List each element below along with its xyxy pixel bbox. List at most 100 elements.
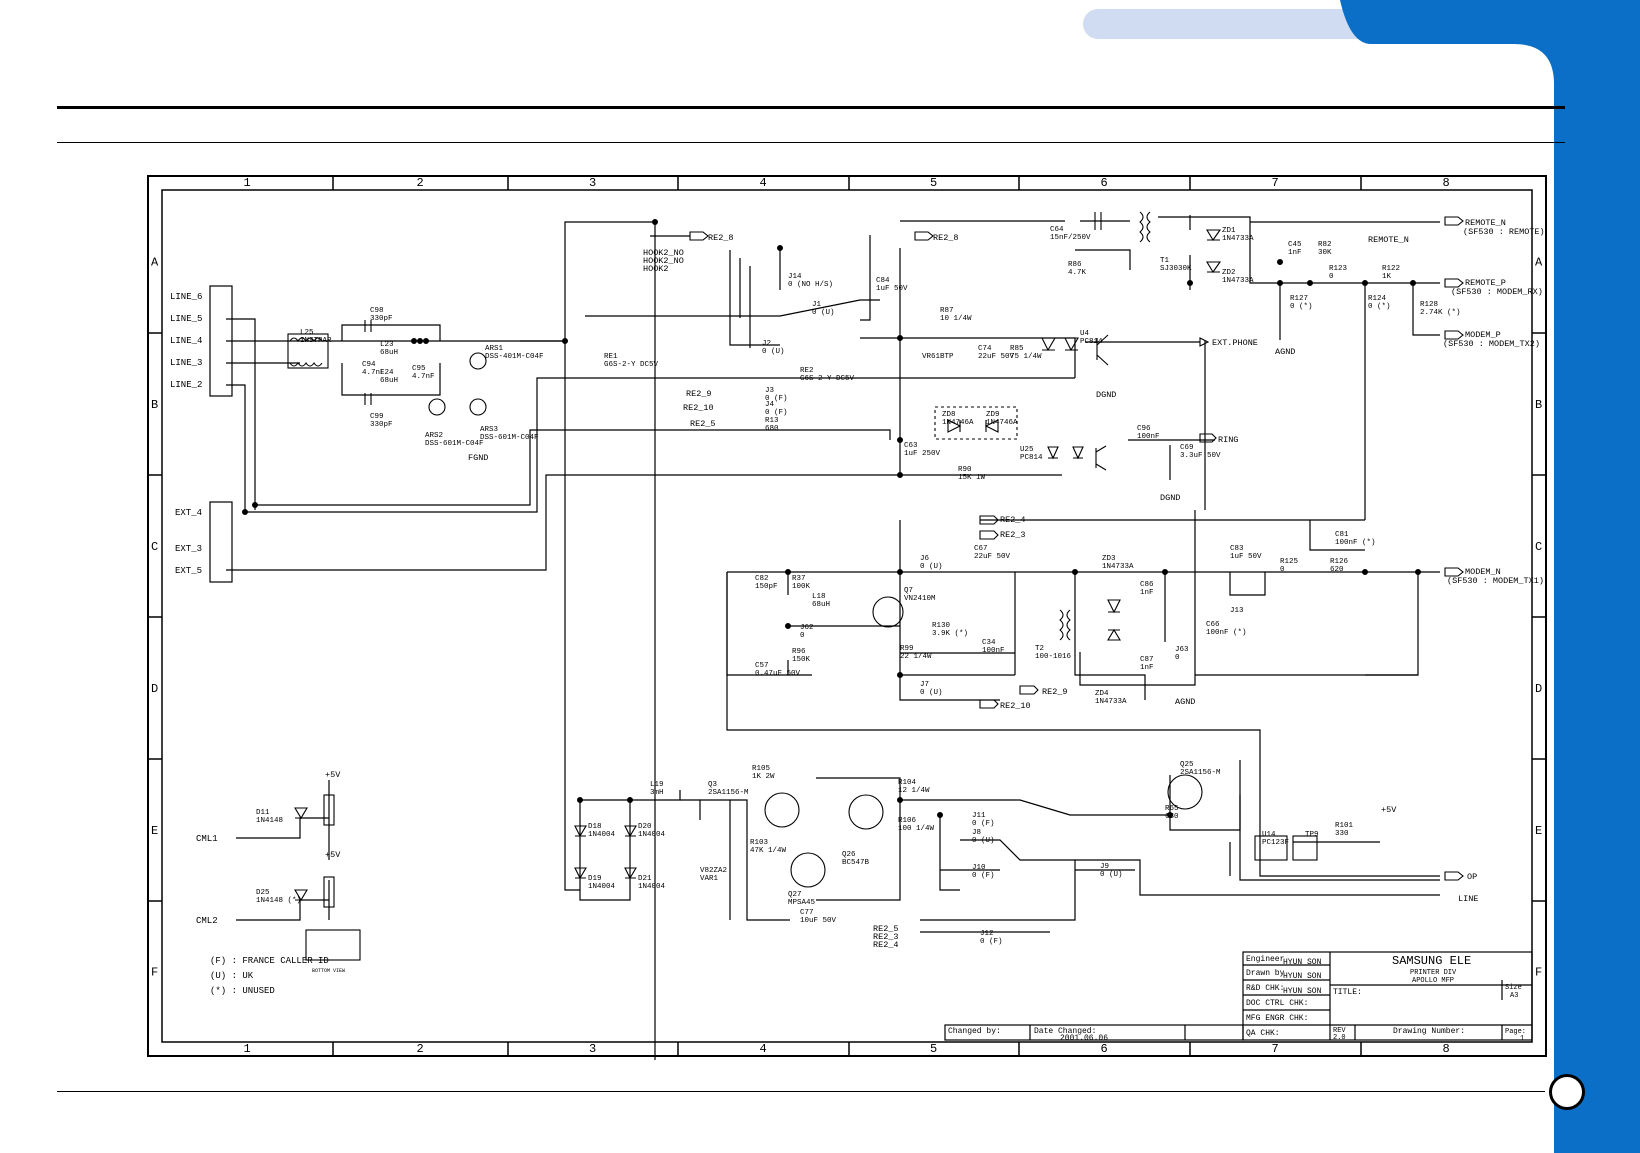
- net-ext-phone: EXT.PHONE: [1212, 338, 1258, 348]
- component-ref: R96: [792, 648, 806, 656]
- component-ref: D11: [256, 809, 270, 817]
- component-value: 0 (*): [1290, 303, 1313, 311]
- page-number-badge: [1549, 1074, 1585, 1110]
- gnd-fgnd: FGND: [468, 453, 488, 463]
- conn-line3: LINE_3: [170, 358, 202, 368]
- component-ref: Q26: [842, 851, 856, 859]
- component-value: 100nF: [982, 647, 1005, 655]
- component-ref: R123: [1329, 265, 1348, 273]
- component-ref: R128: [1420, 301, 1438, 309]
- grid-col-label-top: 4: [760, 176, 767, 190]
- component-value: 1N4004: [588, 831, 616, 839]
- grid-row-label-left: F: [151, 966, 158, 980]
- component-value: 0 (*): [1368, 303, 1391, 311]
- tb-drawn-label: Drawn by: [1246, 969, 1285, 978]
- component-value: 1uF 50V: [1230, 553, 1262, 561]
- grid-col-label-top: 3: [589, 176, 596, 190]
- component-value: 1N4733A: [1222, 277, 1254, 285]
- component-ref: D20: [638, 823, 652, 831]
- net-modem-n: MODEM_N: [1465, 567, 1501, 577]
- component-value: INSTPAR: [300, 337, 332, 345]
- component-ref: ARS3: [480, 426, 499, 434]
- net-remote-p-sub: (SF530 : MODEM_RX): [1451, 287, 1543, 297]
- net-modem-p: MODEM_P: [1465, 330, 1501, 340]
- component-ref: C63: [904, 442, 918, 450]
- bottom-view-label: BOTTOM VIEW: [312, 968, 345, 974]
- component-ref: C77: [800, 909, 814, 917]
- component-ref: C86: [1140, 581, 1154, 589]
- component-value: 0: [1175, 654, 1180, 662]
- component-ref: J13: [1230, 607, 1244, 615]
- component-ref: R90: [958, 466, 972, 474]
- component-ref: J4: [765, 401, 775, 409]
- component-ref: R13: [765, 417, 779, 425]
- component-value: 68uH: [380, 349, 398, 357]
- component-value: 1nF: [1140, 664, 1154, 672]
- component-value: PC123F: [1262, 839, 1289, 847]
- net-remote-p: REMOTE_P: [1465, 278, 1506, 288]
- component-ref: R37: [792, 575, 806, 583]
- net-re2-10: RE2_10: [1000, 701, 1031, 711]
- tb-division: PRINTER DIV: [1410, 969, 1457, 977]
- component-ref: U25: [1020, 446, 1034, 454]
- tb-rev-label: REV: [1333, 1027, 1346, 1035]
- component-ref: C99: [370, 413, 384, 421]
- component-ref: ZD9: [986, 411, 1000, 419]
- tb-qa-label: QA CHK:: [1246, 1029, 1280, 1038]
- component-ref: ZD3: [1102, 555, 1116, 563]
- component-value: 1N4733A: [1095, 698, 1127, 706]
- tb-page: 1: [1520, 1035, 1524, 1043]
- grid-row-label-right: C: [1535, 540, 1542, 554]
- component-ref: R122: [1382, 265, 1400, 273]
- component-ref: C81: [1335, 531, 1349, 539]
- component-ref: D25: [256, 889, 270, 897]
- component-ref: ZD2: [1222, 269, 1236, 277]
- grid-col-label-top: 6: [1101, 176, 1108, 190]
- component-ref: U4: [1080, 330, 1090, 338]
- component-value: 1N4004: [638, 831, 666, 839]
- component-value: 0 (F): [972, 872, 995, 880]
- component-ref: R87: [940, 307, 954, 315]
- component-ref: D18: [588, 823, 602, 831]
- component-ref: Q27: [788, 891, 802, 899]
- grid-col-label-bottom: 1: [244, 1042, 251, 1056]
- component-ref: C34: [982, 639, 996, 647]
- component-value: 0 (U): [812, 309, 835, 317]
- component-value: 1K 2W: [752, 773, 775, 781]
- conn-cml1: CML1: [196, 834, 218, 844]
- component-value: 2.74K (*): [1420, 309, 1461, 317]
- grid-row-label-right: A: [1535, 256, 1543, 270]
- tb-size: A3: [1510, 992, 1518, 1000]
- conn-ext3: EXT_3: [175, 544, 202, 554]
- component-value: 680: [1165, 813, 1179, 821]
- component-ref: R82: [1318, 241, 1332, 249]
- net-hook2-no-2: HOOK2_NO: [643, 256, 684, 266]
- component-ref: R86: [1068, 261, 1082, 269]
- component-value: 150pF: [755, 583, 778, 591]
- component-ref: R125: [1280, 558, 1299, 566]
- component-value: 0 (F): [980, 938, 1003, 946]
- grid-col-label-top: 7: [1272, 176, 1279, 190]
- component-ref: R85: [1010, 345, 1024, 353]
- component-value: VN2410M: [904, 595, 936, 603]
- component-value: 330: [1335, 830, 1349, 838]
- component-ref: ZD8: [942, 411, 956, 419]
- tb-title-label: TITLE:: [1333, 988, 1362, 997]
- component-value: 330pF: [370, 315, 393, 323]
- grid-row-label-left: A: [151, 256, 159, 270]
- component-value: 0 (F): [765, 395, 788, 403]
- net-hook2: HOOK2: [643, 264, 669, 274]
- gnd-agnd-2: AGND: [1175, 697, 1195, 707]
- component-ref: R105: [752, 765, 771, 773]
- component-value: 3.3uF 50V: [1180, 452, 1221, 460]
- component-value: 1nF: [1140, 589, 1154, 597]
- conn-ext4: EXT_4: [175, 508, 202, 518]
- component-value: 1N4746A: [986, 419, 1018, 427]
- component-value: 1K: [1382, 273, 1392, 281]
- component-value: 0 (U): [920, 689, 943, 697]
- supply-5v-3: +5V: [1381, 805, 1397, 815]
- component-ref: C66: [1206, 621, 1220, 629]
- component-ref: L23: [380, 341, 394, 349]
- grid-row-label-right: B: [1535, 398, 1542, 412]
